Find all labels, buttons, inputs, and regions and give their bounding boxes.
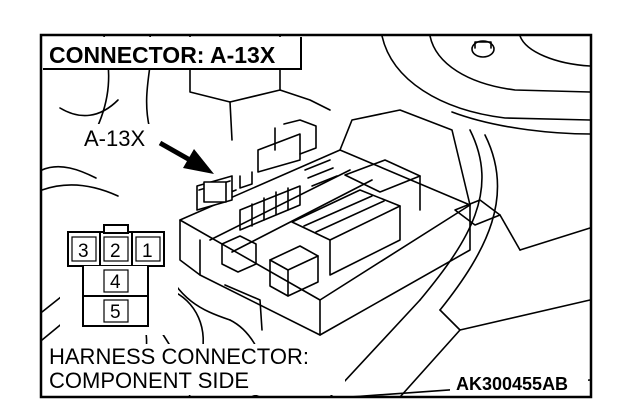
callout-label: A-13X xyxy=(84,126,145,151)
callout-arrow xyxy=(158,140,214,174)
connector-face-diagram: 3 2 1 4 5 xyxy=(60,224,178,335)
pin-4-label: 4 xyxy=(110,272,121,293)
pin-2-label: 2 xyxy=(110,241,121,262)
connector-title: CONNECTOR: A-13X xyxy=(49,42,276,68)
caption-line-2: COMPONENT SIDE xyxy=(49,368,249,393)
title-box-bg xyxy=(43,37,301,69)
pin-1-label: 1 xyxy=(142,241,153,262)
pin-3-label: 3 xyxy=(78,241,89,262)
caption-line-1: HARNESS CONNECTOR: xyxy=(49,344,309,369)
pin-5-label: 5 xyxy=(110,302,121,323)
figure-code: AK300455AB xyxy=(456,374,568,394)
